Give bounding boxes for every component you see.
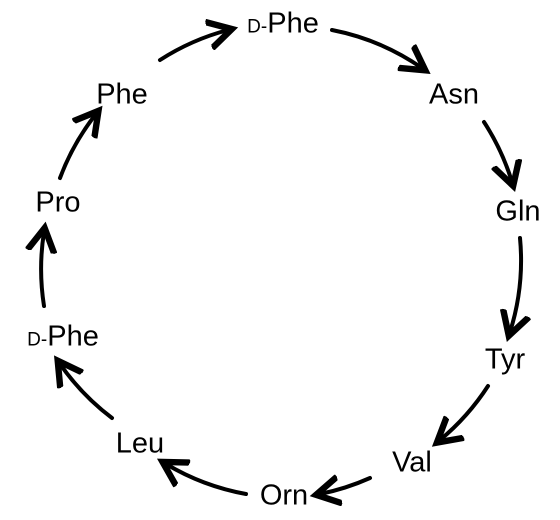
residue-label-8: D-Phe <box>27 320 99 353</box>
residue-name-4: Tyr <box>484 343 526 376</box>
residue-label-10: Phe <box>96 78 148 111</box>
ring-arrow-8 <box>60 364 114 420</box>
ring-arrow-4 <box>510 236 521 332</box>
residue-label-2: Asn <box>429 78 479 111</box>
ring-arrow-7 <box>166 464 248 496</box>
residue-name-7: Leu <box>115 427 165 460</box>
ring-arrow-1 <box>158 30 228 62</box>
ring-arrow-10 <box>58 114 96 180</box>
residue-name-3: Gln <box>495 195 541 228</box>
residue-label-6: Orn <box>259 479 309 512</box>
residue-label-1: D-Phe <box>247 7 319 40</box>
residue-prefix-8: D- <box>27 329 48 351</box>
residue-prefix-1: D- <box>247 16 268 38</box>
residue-name-5: Val <box>392 446 432 479</box>
residue-name-6: Orn <box>259 479 309 512</box>
residue-name-9: Pro <box>35 186 81 219</box>
residue-label-9: Pro <box>35 186 81 219</box>
ring-arrow-6 <box>320 478 372 494</box>
residue-label-5: Val <box>392 446 432 479</box>
residue-name-1: Phe <box>267 7 319 40</box>
residue-label-7: Leu <box>115 427 165 460</box>
residue-name-10: Phe <box>96 78 148 111</box>
ring-arrow-9 <box>41 232 44 308</box>
residue-label-3: Gln <box>495 195 541 228</box>
ring-arrow-5 <box>440 384 490 440</box>
residue-name-2: Asn <box>429 78 479 111</box>
ring-arrow-3 <box>482 120 512 182</box>
ring-arrow-2 <box>330 28 422 68</box>
residue-label-4: Tyr <box>484 343 526 376</box>
residue-name-8: Phe <box>47 320 99 353</box>
